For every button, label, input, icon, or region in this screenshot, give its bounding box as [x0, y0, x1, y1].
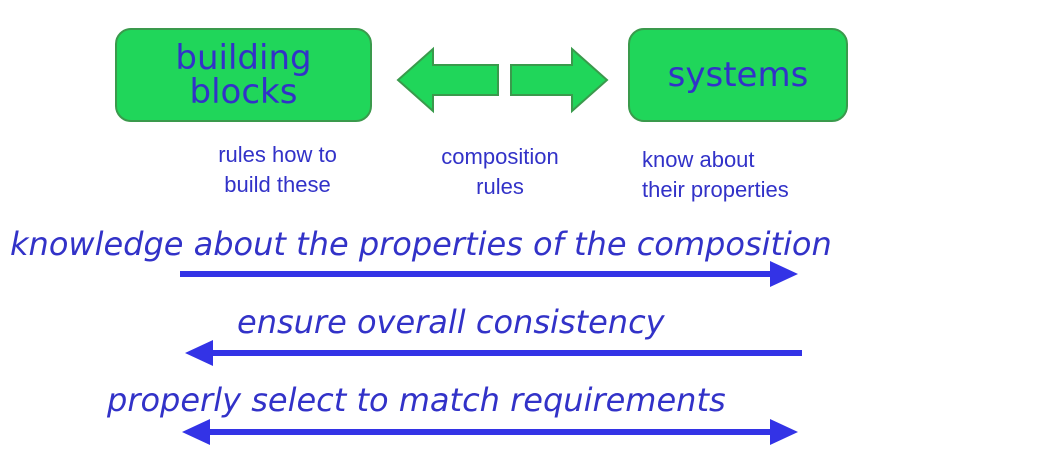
consistency-arrow	[185, 340, 802, 366]
select-arrow	[182, 419, 798, 445]
building-blocks-caption-line1: rules how to	[218, 142, 337, 167]
composition-caption-line2: rules	[476, 174, 524, 199]
green-left-arrow	[396, 46, 499, 114]
building-blocks-line1: building	[175, 38, 312, 78]
select-statement: properly select to match requirements	[107, 381, 726, 419]
knowledge-statement: knowledge about the properties of the co…	[10, 225, 832, 263]
systems-label: systems	[667, 55, 809, 95]
building-blocks-box: building blocks	[115, 28, 372, 122]
building-blocks-caption-line2: build these	[224, 172, 331, 197]
systems-caption: know about their properties	[642, 145, 872, 205]
consistency-statement: ensure overall consistency	[237, 303, 665, 341]
systems-caption-line2: their properties	[642, 177, 789, 202]
composition-caption: composition rules	[405, 142, 595, 202]
composition-caption-line1: composition	[441, 144, 559, 169]
systems-box: systems	[628, 28, 848, 122]
building-blocks-line2: blocks	[189, 72, 298, 112]
green-right-arrow	[510, 46, 609, 114]
systems-caption-line1: know about	[642, 147, 755, 172]
knowledge-arrow	[180, 261, 798, 287]
building-blocks-caption: rules how to build these	[175, 140, 380, 200]
